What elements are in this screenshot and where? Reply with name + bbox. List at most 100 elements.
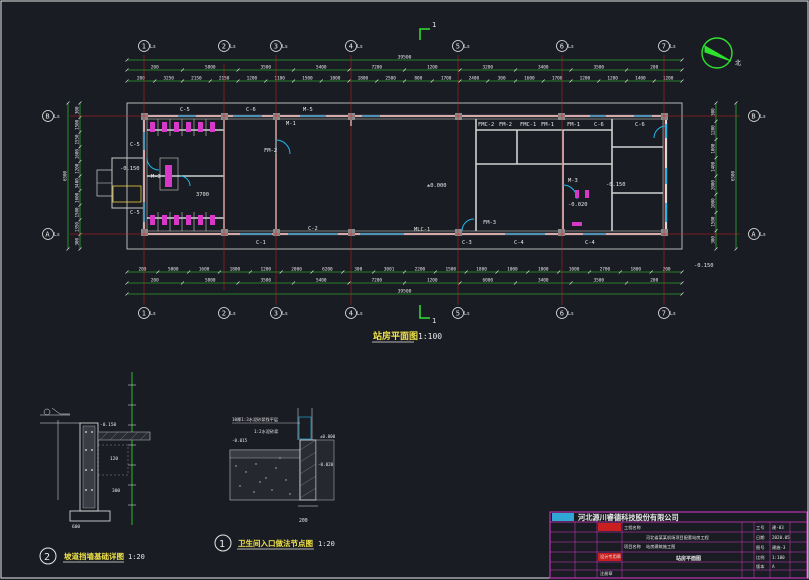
axis-suffix-2: Ls: [230, 44, 236, 50]
axis-suffix-1: Ls: [150, 44, 156, 50]
dim-top-row1-tick: [291, 68, 296, 72]
dim-bottom-row1-value: 1200: [260, 267, 271, 273]
axis-suffix-A: Ls: [54, 232, 60, 238]
dim-bottom-row1-tick: [402, 270, 407, 274]
dim-bottom-row2-tick: [569, 281, 573, 285]
dim-bottom-row1-value: 2700: [600, 267, 611, 273]
axis-suffix-6: Ls: [568, 44, 574, 50]
axis-label-2: 2: [222, 43, 226, 51]
dim-left-chain-value: 1500: [75, 119, 80, 130]
plan-title: 站房平面图 1:100: [372, 330, 442, 343]
dim-right-chain-value: 1200: [711, 125, 716, 136]
label-c6-r2: C-6: [635, 122, 645, 128]
section-marker-top: 1: [419, 21, 436, 40]
level-outdoor-bottom: -0.150: [694, 263, 713, 269]
dim-bottom-row1-value: 1800: [476, 267, 487, 273]
dim-left-chain-tick: [78, 247, 82, 251]
tb-r5v: A: [772, 564, 775, 569]
dim-bottom-row2-tick: [624, 281, 629, 285]
dim-right-chain-value: 2000: [711, 180, 716, 191]
label-c6-right: C-6: [594, 122, 604, 128]
dim-top-row1-tick: [125, 68, 129, 72]
axis-bubble-A-left: [42, 228, 54, 240]
label-fm1b: FM-1: [567, 122, 580, 128]
dim-bottom-row2-tick: [513, 281, 518, 285]
dim-bottom-row2-tick: [402, 281, 407, 285]
tb-design-stamp: 设计专用章: [600, 553, 621, 560]
detail-1-number: 1: [219, 539, 225, 550]
dim-bottom-row2-tick: [458, 281, 462, 285]
dim-bottom-row2-value: 3500: [593, 278, 604, 284]
dim-top-row2-tick: [541, 79, 545, 83]
dim-left-total-tick: [66, 247, 70, 251]
tb-r2: 日期: [756, 535, 764, 541]
label-c6-left: C-6: [246, 107, 256, 113]
dim-top-row1-tick: [680, 68, 684, 72]
dim-bottom-row1-value: 2200: [415, 267, 426, 273]
dim-top-total-value: 39500: [398, 55, 412, 61]
label-c5-left2: C-5: [130, 210, 140, 216]
axis-suffix-1: Ls: [150, 311, 156, 317]
plan-red-lines: [70, 55, 740, 305]
dim-top-row1-tick: [236, 68, 240, 72]
dim-bottom-row2-tick: [125, 281, 129, 285]
axis-label-3: 3: [274, 310, 278, 318]
door-entrance-swing: [146, 157, 160, 171]
dim-top-total-tick: [680, 58, 684, 62]
tb-drawing-name: 站房平面图: [676, 555, 701, 562]
dim-bottom-row1-value: 300: [354, 267, 362, 273]
axis-bubble-3-top: [270, 40, 282, 52]
detail-ramp-wall: -0.150 120 300 600: [40, 372, 151, 530]
dim-top-row2-value: 1200: [247, 76, 258, 82]
label-c5-top: C-5: [180, 107, 190, 113]
dim-top-row1-tick: [458, 68, 462, 72]
axis-bubble-6-top: [556, 40, 568, 52]
dim-left-chain-value: 1600: [75, 149, 80, 160]
detail-1-level-1: -0.015: [232, 438, 248, 443]
tb-r4v: 1:100: [772, 555, 785, 560]
dim-top-row2-tick: [430, 79, 434, 83]
dim-bottom-row2-tick: [236, 281, 240, 285]
label-c4: C-4: [514, 240, 524, 246]
detail-1-title: 1 卫生间入口做法节点图 1:20: [214, 534, 335, 552]
axis-suffix-B: Ls: [54, 114, 60, 120]
label-m3b: M-3: [568, 178, 578, 184]
dim-left-chain-tick: [78, 130, 82, 134]
dim-top-row2-tick: [180, 79, 185, 83]
dim-right-chain-value: 1500: [711, 216, 716, 227]
tb-r1: 工号: [756, 525, 764, 531]
dim-top-row2-value: 1200: [607, 76, 618, 82]
dim-left-chain-tick: [78, 232, 82, 237]
dim-top-row2-tick: [375, 79, 379, 83]
door-m1-swing: [275, 139, 291, 155]
dim-top-row2-value: 800: [414, 76, 422, 82]
svg-text:站房平面图: 站房平面图: [373, 330, 418, 342]
label-fm2: FM-2: [499, 122, 512, 128]
dim-right-chain-value: 300: [711, 108, 716, 116]
dim-bottom-row2-value: 5400: [316, 278, 327, 284]
axis-suffix-5: Ls: [464, 44, 470, 50]
dim-bottom-total-value: 39500: [398, 289, 412, 295]
building-plan: C-5 C-6 M-5 M-1 MLC-1 C-1 C-2 C-3 C-4 C-…: [70, 55, 740, 305]
axis-suffix-3: Ls: [282, 44, 288, 50]
label-c4b: C-4: [585, 240, 595, 246]
axis-label-6: 6: [560, 43, 564, 51]
svg-text:120: 120: [110, 456, 118, 462]
dim-top-row1-value: 3200: [482, 65, 493, 71]
dim-bottom-row1-value: 1000: [538, 267, 549, 273]
axis-suffix-7: Ls: [670, 44, 676, 50]
label-fmc1: FMC-1: [520, 122, 536, 128]
dim-top-row2-tick: [569, 79, 573, 83]
tb-r5: 版本: [756, 563, 765, 570]
dim-bottom-row1-tick: [156, 270, 160, 274]
dim-bottom-row1-value: 1000: [569, 267, 580, 273]
dim-right-total-value: 6500: [731, 170, 736, 181]
detail-1-level-2: ±0.000: [320, 434, 336, 439]
windows: [143, 115, 667, 235]
dim-top-row1-tick: [347, 68, 351, 72]
dim-bottom-row2-value: 1200: [427, 278, 438, 284]
section-marker-bottom: 1: [419, 305, 436, 325]
toilet-partitions: [157, 119, 207, 231]
